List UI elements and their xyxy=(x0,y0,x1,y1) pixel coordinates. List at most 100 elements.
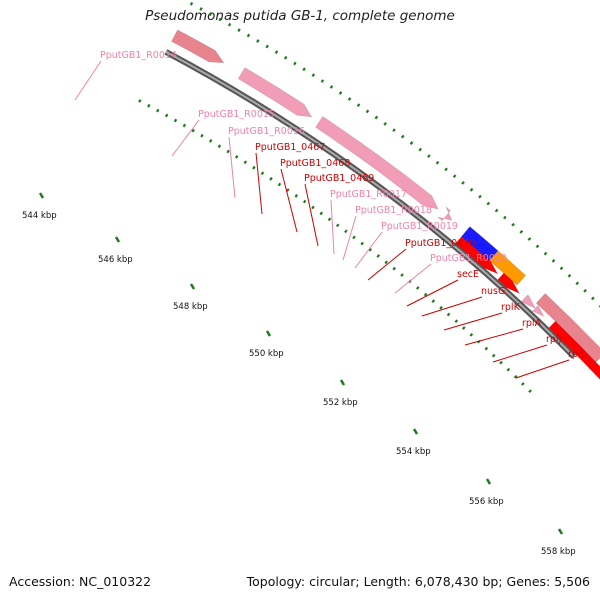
kbp-label: 556 kbp xyxy=(469,497,504,507)
genome-summary: Topology: circular; Length: 6,078,430 bp… xyxy=(246,574,590,589)
outer-tick xyxy=(237,28,241,32)
outer-tick xyxy=(591,296,595,301)
outer-tick xyxy=(511,222,515,227)
outer-tick xyxy=(218,17,222,22)
kbp-label: 546 kbp xyxy=(98,255,133,265)
rna-feature xyxy=(171,29,225,64)
inner-tick xyxy=(431,299,436,304)
leader-line xyxy=(280,168,298,233)
leader-line xyxy=(367,248,407,281)
gene-label: PputGB1_0469 xyxy=(304,173,374,184)
inner-tick xyxy=(302,199,307,204)
cds-feature xyxy=(455,236,499,275)
inner-tick xyxy=(344,229,348,234)
outer-tick xyxy=(543,251,548,256)
leader-line xyxy=(394,263,432,294)
gene-label: PputGB1_0467 xyxy=(255,142,325,153)
inner-tick xyxy=(311,205,315,210)
kbp-tick xyxy=(485,478,492,485)
leader-line xyxy=(354,231,383,269)
inner-tick xyxy=(260,171,265,176)
leader-line xyxy=(421,296,483,317)
label-leader-lines xyxy=(74,60,570,379)
outer-tick xyxy=(374,115,379,120)
leader-line xyxy=(464,328,524,346)
inner-tick xyxy=(217,144,222,149)
outer-tick xyxy=(246,33,251,38)
outer-tick xyxy=(409,141,414,145)
gene-label: rplL xyxy=(568,349,587,360)
kbp-label: 554 kbp xyxy=(396,447,431,457)
inner-tick xyxy=(182,123,187,128)
inner-tick xyxy=(454,319,459,324)
inner-tick xyxy=(286,188,290,192)
outer-tick-marks xyxy=(189,1,600,308)
gene-label: PputGB1_R0017 xyxy=(330,189,407,200)
gene-label: PputGB1_R0020 xyxy=(430,253,507,264)
inner-tick xyxy=(319,211,324,216)
inner-tick xyxy=(439,305,443,310)
outer-tick xyxy=(189,1,194,6)
inner-tick xyxy=(243,160,248,165)
gene-features xyxy=(171,29,600,380)
inner-tick xyxy=(384,260,388,265)
kbp-label: 552 kbp xyxy=(323,398,358,408)
outer-tick xyxy=(283,55,288,60)
outer-tick xyxy=(329,85,334,89)
inner-tick xyxy=(491,353,496,358)
inner-tick xyxy=(360,241,364,246)
outer-tick xyxy=(227,22,232,27)
inner-tick xyxy=(368,247,372,252)
inner-tick-marks xyxy=(138,99,532,393)
leader-line xyxy=(330,199,335,255)
leader-line xyxy=(304,183,319,247)
outer-tick xyxy=(265,44,269,49)
kbp-tick xyxy=(412,428,419,435)
gene-label: PputGB1_R0015 xyxy=(198,109,275,120)
rna-feature xyxy=(237,67,313,118)
outer-tick xyxy=(575,281,580,286)
inner-tick xyxy=(469,332,474,337)
kbp-tick xyxy=(339,379,346,386)
inner-tick xyxy=(327,217,332,222)
kbp-label: 550 kbp xyxy=(249,349,284,359)
inner-tick xyxy=(352,235,356,240)
outer-tick xyxy=(418,147,422,152)
gene-label: PputGB1_0470 xyxy=(405,238,475,249)
accession-label: Accession: NC_010322 xyxy=(9,574,152,589)
inner-tick xyxy=(156,108,160,113)
inner-tick xyxy=(200,133,204,138)
gene-label: PputGB1_R0016 xyxy=(228,126,305,137)
outer-tick xyxy=(392,128,396,133)
map-title: Pseudomonas putida GB-1, complete genome xyxy=(145,8,455,24)
leader-line xyxy=(228,136,236,199)
kbp-tick xyxy=(189,283,196,290)
outer-tick xyxy=(302,67,306,72)
outer-tick xyxy=(486,201,491,206)
inner-tick xyxy=(528,389,532,393)
outer-tick xyxy=(478,194,482,199)
outer-tick xyxy=(383,121,387,126)
outer-tick xyxy=(311,73,316,77)
inner-tick xyxy=(506,367,511,372)
outer-tick xyxy=(347,97,352,101)
outer-tick xyxy=(494,208,499,213)
rna-feature xyxy=(315,116,439,210)
inner-tick xyxy=(269,176,273,181)
inner-tick xyxy=(208,139,213,143)
gene-labels: PputGB1_R0014PputGB1_R0015PputGB1_R0016P… xyxy=(100,50,587,360)
inner-tick xyxy=(415,286,420,290)
highlight-feature xyxy=(488,250,527,286)
outer-tick xyxy=(567,273,572,278)
outer-tick xyxy=(427,154,431,158)
outer-tick xyxy=(208,12,213,17)
inner-tick xyxy=(234,155,239,159)
outer-tick xyxy=(356,103,361,108)
outer-tick xyxy=(452,174,457,178)
outer-tick xyxy=(519,229,524,234)
leader-line xyxy=(342,215,357,261)
inner-tick xyxy=(400,273,404,277)
outer-tick xyxy=(199,7,203,11)
